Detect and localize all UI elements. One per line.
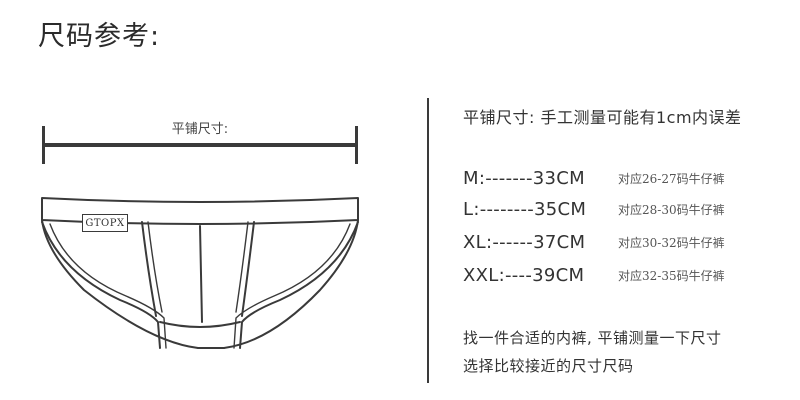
measure-bar	[42, 126, 358, 164]
divider-line	[427, 98, 429, 383]
size-row: M:-------33CM 对应26-27码牛仔裤	[463, 164, 725, 192]
measure-cap-right	[355, 126, 358, 164]
size-value: XXL:----39CM	[463, 264, 585, 286]
size-fit: 对应28-30码牛仔裤	[618, 202, 725, 217]
measure-cap-left	[42, 126, 45, 164]
instruction-line-1: 找一件合适的内裤, 平铺测量一下尺寸	[463, 329, 722, 347]
size-value: M:-------33CM	[463, 167, 585, 189]
size-row: L:--------35CM 对应28-30码牛仔裤	[463, 195, 725, 223]
size-value: XL:------37CM	[463, 231, 586, 253]
size-row: XXL:----39CM 对应32-35码牛仔裤	[463, 261, 725, 289]
page-title: 尺码参考:	[38, 21, 161, 52]
brand-tag: GTOPX	[82, 214, 128, 232]
info-title: 平铺尺寸: 手工测量可能有1cm内误差	[463, 108, 742, 127]
size-value: L:--------35CM	[463, 198, 587, 220]
instruction-line-2: 选择比较接近的尺寸尺码	[463, 357, 634, 375]
measure-label: 平铺尺寸:	[171, 122, 229, 137]
size-fit: 对应32-35码牛仔裤	[618, 268, 725, 283]
size-row: XL:------37CM 对应30-32码牛仔裤	[463, 228, 725, 256]
measure-line	[42, 143, 358, 147]
size-fit: 对应30-32码牛仔裤	[618, 235, 725, 250]
size-fit: 对应26-27码牛仔裤	[618, 171, 725, 186]
